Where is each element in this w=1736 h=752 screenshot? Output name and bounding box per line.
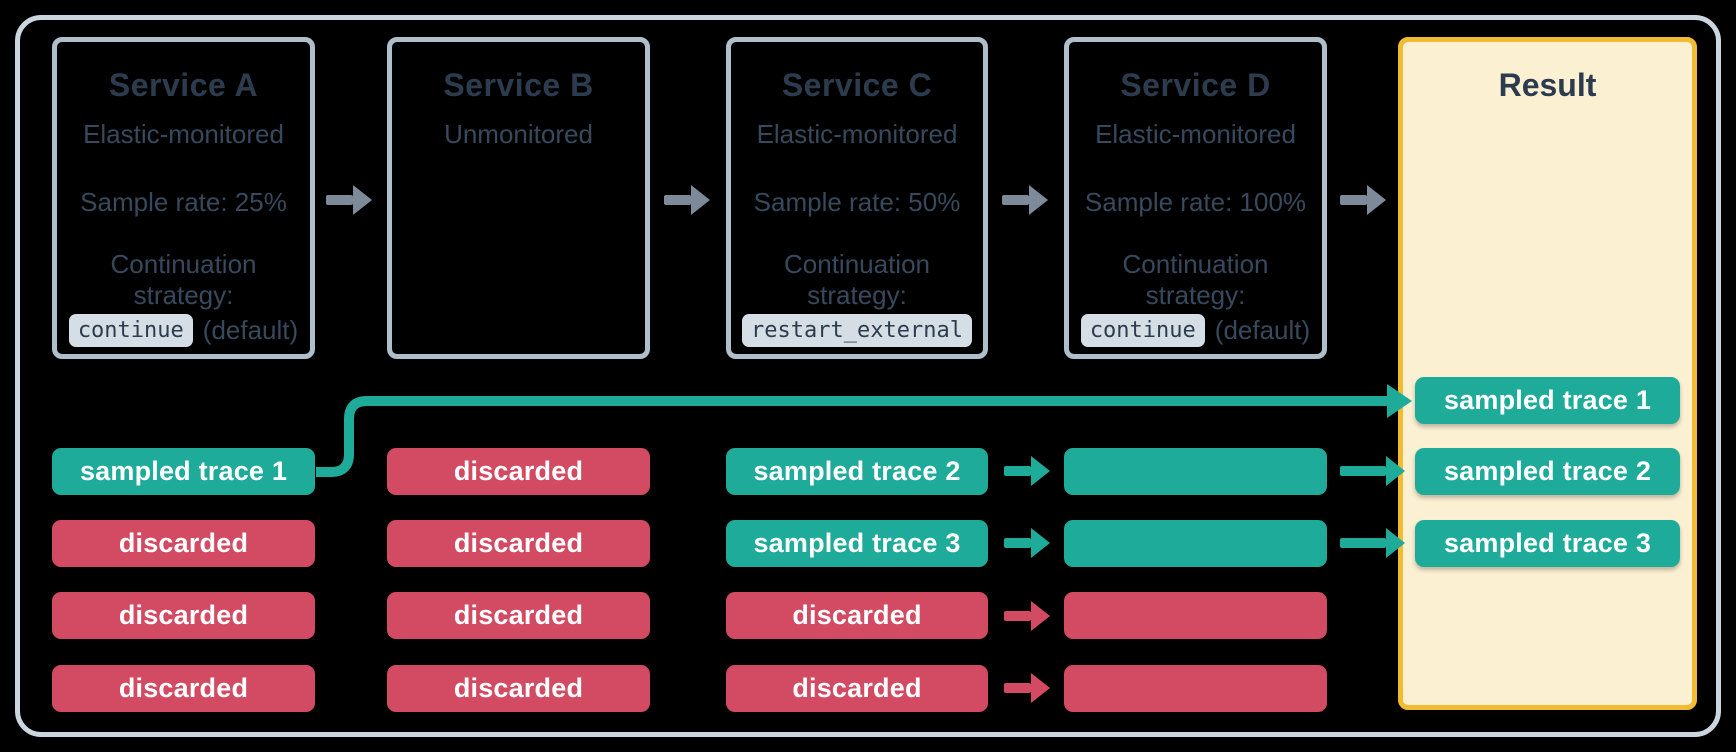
service-a-box: Service A Elastic-monitored Sample rate:…: [52, 37, 315, 359]
service-a-strategy-row: continue (default): [68, 314, 299, 347]
arrow-head-icon: [1031, 673, 1050, 703]
service-c-strategy-row: restart_external: [742, 314, 972, 347]
trace-pill-b4: discarded: [387, 665, 650, 712]
trace-pill-c1: sampled trace 2: [726, 448, 988, 495]
service-a-title: Service A: [108, 67, 259, 103]
service-c-title: Service C: [781, 67, 933, 103]
service-d-strategy-row: continue (default): [1080, 314, 1311, 347]
service-d-title: Service D: [1120, 67, 1271, 103]
trace-pill-c3: discarded: [726, 592, 988, 639]
arrow-c2-to-d2: [1004, 528, 1050, 558]
service-a-monitoring: Elastic-monitored: [83, 119, 284, 149]
result-box: Result sampled trace 1 sampled trace 2 s…: [1398, 37, 1697, 710]
result-title: Result: [1498, 67, 1597, 103]
service-c-sample-rate: Sample rate: 50%: [753, 187, 961, 217]
trace-pill-c2: sampled trace 3: [726, 520, 988, 567]
arrow-head-icon: [1031, 601, 1050, 631]
service-b-title: Service B: [443, 67, 594, 103]
arrow-c4-to-d4: [1004, 673, 1050, 703]
arrow-head-icon: [1386, 528, 1405, 558]
arrow-head-icon: [1386, 456, 1405, 486]
trace-pill-a1: sampled trace 1: [52, 448, 315, 495]
service-b-monitoring: Unmonitored: [444, 119, 593, 149]
service-d-monitoring: Elastic-monitored: [1095, 119, 1296, 149]
arrow-d1-to-result2: [1340, 456, 1405, 486]
trace-pill-b1: discarded: [387, 448, 650, 495]
trace-pill-a3: discarded: [52, 592, 315, 639]
service-d-strategy-note: (default): [1214, 315, 1311, 345]
service-d-strategy-label: Continuation strategy:: [1122, 249, 1269, 310]
service-c-strategy-code: restart_external: [742, 314, 972, 347]
arrow-head-icon: [1367, 185, 1386, 215]
service-d-box: Service D Elastic-monitored Sample rate:…: [1064, 37, 1327, 359]
result-trace-pill-3: sampled trace 3: [1415, 520, 1680, 567]
service-a-strategy-label: Continuation strategy:: [110, 249, 257, 310]
arrow-head-icon: [1031, 528, 1050, 558]
trace-pill-b2: discarded: [387, 520, 650, 567]
service-a-strategy-note: (default): [202, 315, 299, 345]
trace-pill-d2: [1064, 520, 1327, 567]
service-a-sample-rate: Sample rate: 25%: [80, 187, 287, 217]
trace-pill-b3: discarded: [387, 592, 650, 639]
arrow-a-to-b: [326, 185, 372, 215]
arrow-c-to-d: [1002, 185, 1048, 215]
arrow-c1-to-d1: [1004, 456, 1050, 486]
arrow-head-icon: [1029, 185, 1048, 215]
arrow-c3-to-d3: [1004, 601, 1050, 631]
arrow-b-to-c: [664, 185, 710, 215]
service-a-strategy-code: continue: [68, 314, 193, 347]
trace-pill-d1: [1064, 448, 1327, 495]
service-b-box: Service B Unmonitored: [387, 37, 650, 359]
result-trace-pill-1: sampled trace 1: [1415, 377, 1680, 424]
service-c-strategy-label: Continuation strategy:: [784, 249, 930, 310]
arrow-head-icon: [691, 185, 710, 215]
service-d-strategy-code: continue: [1080, 314, 1205, 347]
trace-pill-a2: discarded: [52, 520, 315, 567]
arrow-d-to-result: [1340, 185, 1386, 215]
trace-pill-d3: [1064, 592, 1327, 639]
arrow-d2-to-result3: [1340, 528, 1405, 558]
service-c-box: Service C Elastic-monitored Sample rate:…: [726, 37, 988, 359]
service-d-sample-rate: Sample rate: 100%: [1084, 187, 1307, 217]
arrow-head-icon: [353, 185, 372, 215]
trace-pill-c4: discarded: [726, 665, 988, 712]
arrow-head-icon: [1031, 456, 1050, 486]
trace-pill-d4: [1064, 665, 1327, 712]
result-trace-pill-2: sampled trace 2: [1415, 448, 1680, 495]
diagram-frame: [15, 15, 1721, 737]
arrow-head-icon: [1387, 384, 1412, 418]
trace-pill-a4: discarded: [52, 665, 315, 712]
service-c-monitoring: Elastic-monitored: [756, 119, 958, 149]
